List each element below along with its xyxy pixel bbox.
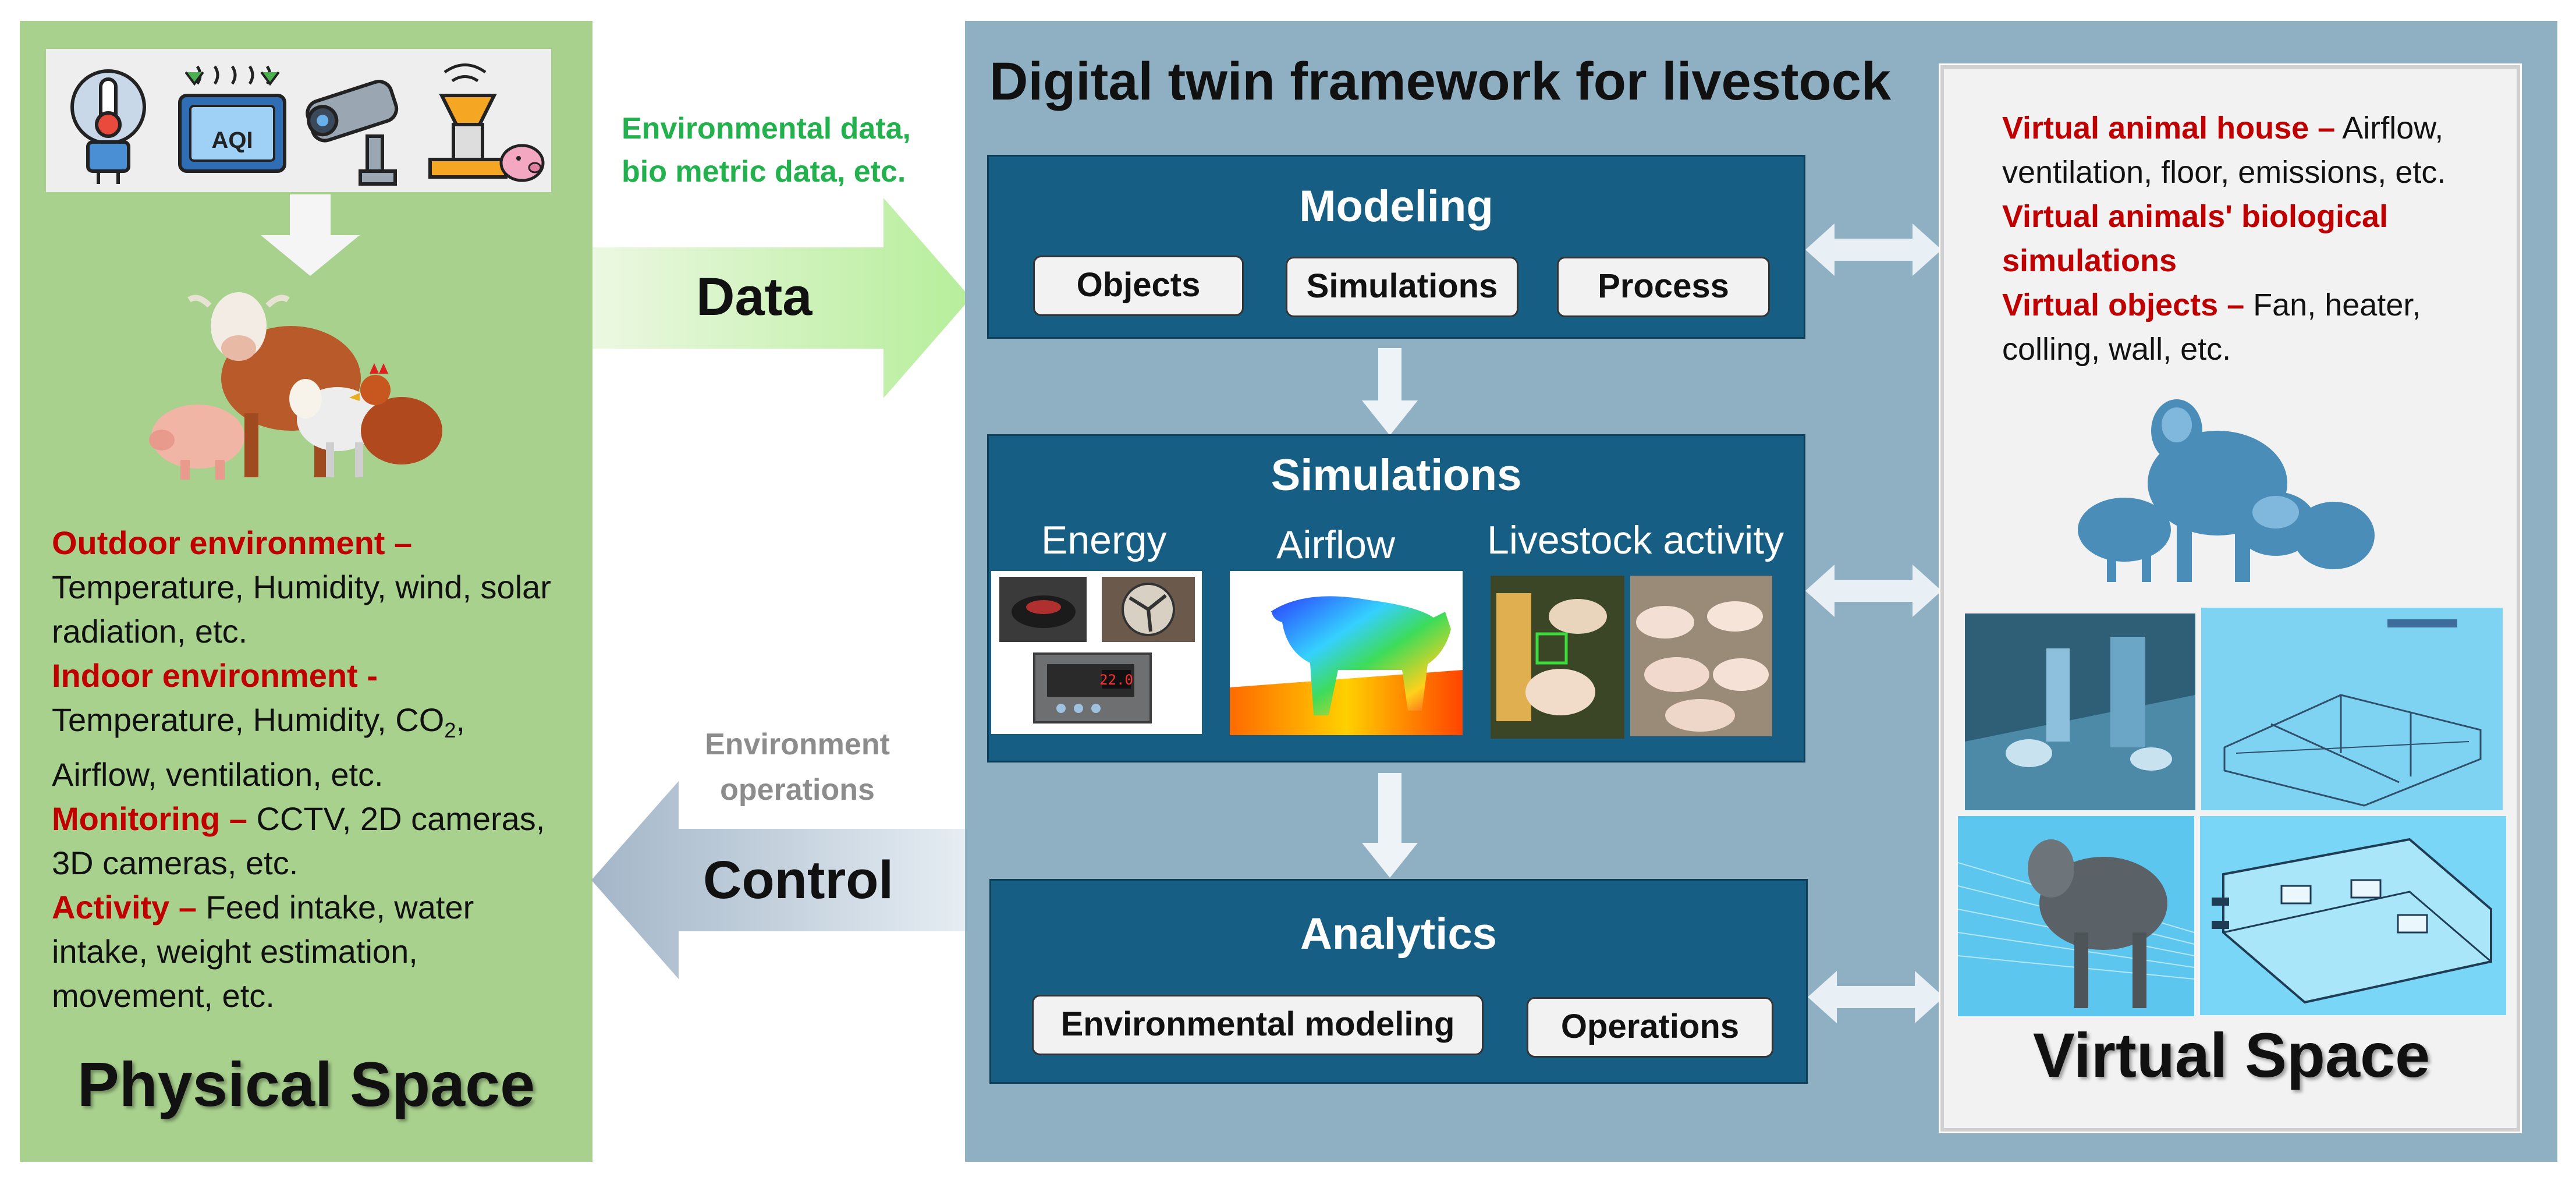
control-label: Control bbox=[703, 850, 894, 910]
simulations-title: Simulations bbox=[1271, 451, 1522, 500]
process-pill: Process bbox=[1557, 257, 1770, 317]
item-heading: Indoor environment - bbox=[52, 657, 378, 694]
livestock-group-image bbox=[140, 274, 466, 486]
data-caption-line: Environmental data, bbox=[622, 112, 911, 146]
energy-label: Energy bbox=[1041, 518, 1167, 562]
physical-parameter-list: Outdoor environment – Temperature, Humid… bbox=[52, 521, 576, 1018]
bidirectional-arrow-icon bbox=[1805, 224, 1942, 279]
modeling-box: Modeling Objects Simulations Process bbox=[987, 155, 1805, 339]
virtual-space-title: Virtual Space bbox=[2032, 1020, 2430, 1090]
thermometer-sensor-icon bbox=[53, 49, 164, 192]
airflow-cow-image bbox=[1230, 571, 1463, 735]
list-item: Virtual objects – Fan, heater, colling, … bbox=[2002, 283, 2514, 371]
objects-pill: Objects bbox=[1033, 256, 1244, 316]
environmental-modeling-pill: Environmental modeling bbox=[1032, 995, 1484, 1055]
item-text: Airflow, ventilation, floor, emissions, … bbox=[2002, 111, 2446, 190]
livestock-camera-image-2 bbox=[1630, 576, 1772, 736]
framework-title: Digital twin framework for livestock bbox=[989, 52, 1892, 111]
livestock-camera-image-1 bbox=[1491, 576, 1624, 739]
virtual-cow-airflow-image bbox=[1957, 816, 2195, 1016]
livestock-activity-label: Livestock activity bbox=[1487, 518, 1784, 562]
virtual-barn-interior-image bbox=[1965, 613, 2195, 810]
svg-text:AQI: AQI bbox=[211, 127, 253, 153]
modeling-title: Modeling bbox=[1299, 182, 1493, 231]
cctv-camera-icon bbox=[297, 49, 414, 192]
airflow-label: Airflow bbox=[1276, 523, 1396, 567]
list-item: Virtual animals' biological simulations bbox=[2002, 194, 2514, 283]
item-heading: Virtual objects – bbox=[2002, 288, 2245, 322]
item-text: Temperature, Humidity, CO bbox=[52, 701, 445, 738]
control-caption-line: Environment bbox=[705, 728, 890, 761]
item-heading: Virtual animals' biological simulations bbox=[2002, 199, 2389, 278]
energy-equipment-image: 22.0 bbox=[991, 571, 1202, 734]
data-arrow bbox=[592, 198, 971, 402]
bidirectional-arrow-icon bbox=[1808, 971, 1944, 1026]
list-item: Monitoring – CCTV, 2D cameras, 3D camera… bbox=[52, 797, 576, 885]
control-caption: Environment operations bbox=[675, 722, 920, 813]
air-quality-monitor-icon: AQI bbox=[174, 49, 290, 192]
sensor-icon-strip: AQI bbox=[46, 49, 551, 192]
item-heading: Monitoring – bbox=[52, 800, 247, 837]
data-caption: Environmental data, bio metric data, etc… bbox=[622, 107, 911, 193]
list-item: Indoor environment - Temperature, Humidi… bbox=[52, 654, 576, 797]
item-text: Fan, heater, colling, wall, etc. bbox=[2002, 288, 2421, 367]
simulations-box: Simulations Energy Airflow Livestock act… bbox=[987, 434, 1805, 762]
analytics-title: Analytics bbox=[1300, 909, 1497, 959]
item-text: , Airflow, ventilation, etc. bbox=[52, 701, 466, 793]
virtual-animals-image bbox=[2060, 384, 2386, 591]
physical-space-title: Physical Space bbox=[77, 1049, 535, 1119]
down-arrow-icon bbox=[1362, 773, 1418, 881]
bidirectional-arrow-icon bbox=[1805, 565, 1942, 620]
analytics-box: Analytics Environmental modeling Operati… bbox=[989, 879, 1808, 1084]
item-text: Temperature, Humidity, wind, solar radia… bbox=[52, 569, 551, 650]
feeder-icon bbox=[418, 49, 547, 192]
data-label: Data bbox=[696, 267, 812, 327]
item-heading: Outdoor environment – bbox=[52, 524, 413, 561]
thermostat-display: 22.0 bbox=[1099, 672, 1133, 688]
item-heading: Activity – bbox=[52, 888, 197, 925]
item-text: CCTV, 2D cameras, 3D cameras, etc. bbox=[52, 800, 545, 881]
down-arrow-icon bbox=[1362, 348, 1418, 438]
item-text: Feed intake, water intake, weight estima… bbox=[52, 888, 474, 1014]
list-item: Activity – Feed intake, water intake, we… bbox=[52, 885, 576, 1018]
virtual-barn-cooling-image bbox=[2200, 816, 2506, 1015]
list-item: Virtual animal house – Airflow, ventilat… bbox=[2002, 106, 2514, 194]
control-caption-line: operations bbox=[720, 773, 875, 807]
list-item: Outdoor environment – Temperature, Humid… bbox=[52, 521, 576, 654]
virtual-parameter-list: Virtual animal house – Airflow, ventilat… bbox=[2002, 106, 2514, 371]
item-subscript: 2 bbox=[444, 718, 456, 742]
simulations-pill: Simulations bbox=[1286, 257, 1518, 317]
data-caption-line: bio metric data, etc. bbox=[622, 155, 906, 189]
down-arrow-icon bbox=[261, 194, 360, 279]
virtual-barn-layout-image bbox=[2201, 608, 2503, 810]
control-arrow bbox=[591, 781, 967, 982]
item-heading: Virtual animal house – bbox=[2002, 111, 2336, 146]
operations-pill: Operations bbox=[1527, 997, 1773, 1058]
